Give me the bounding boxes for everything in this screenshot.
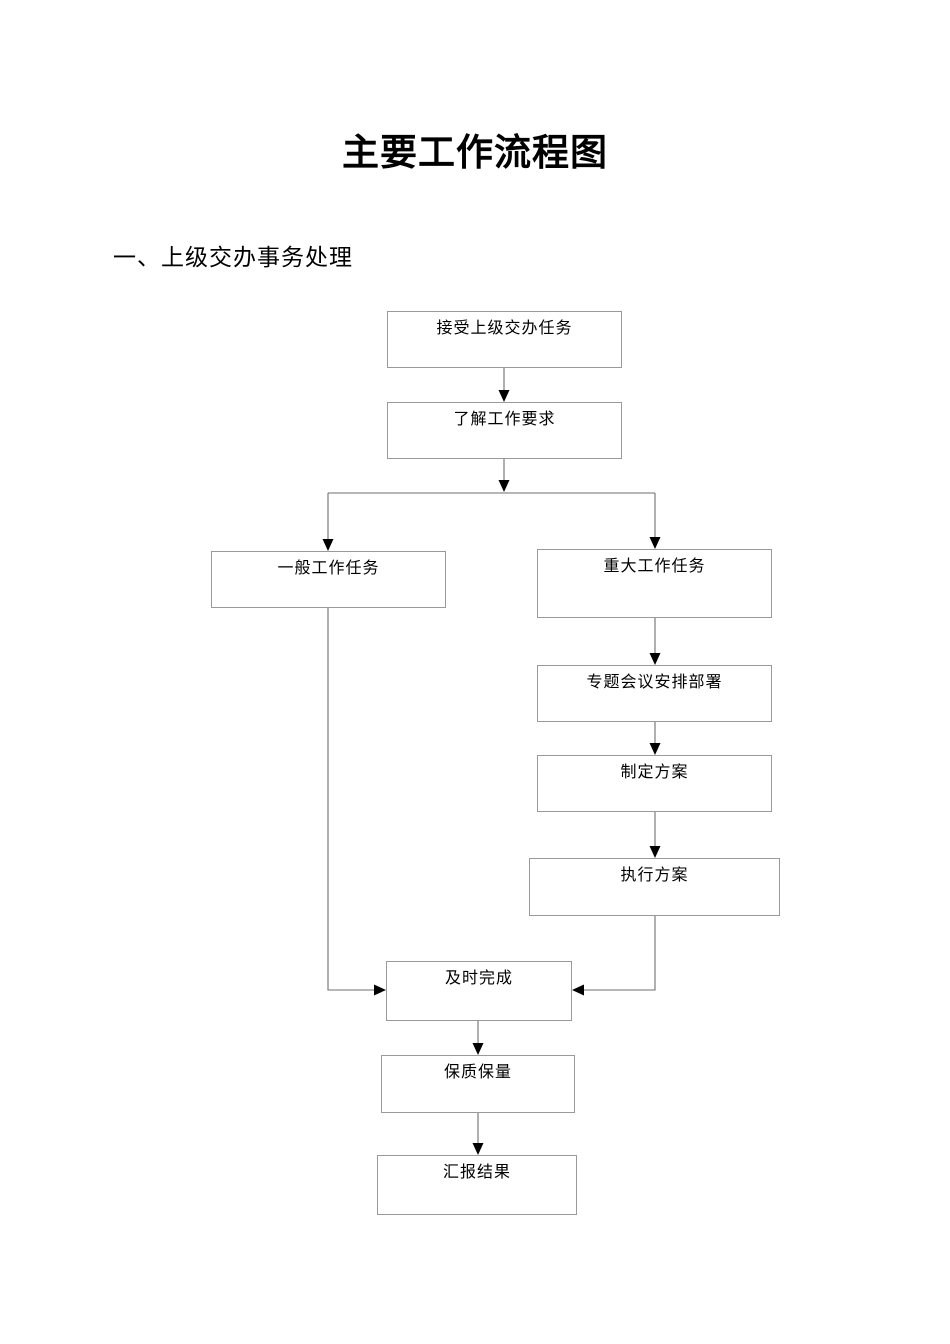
flow-node-label: 执行方案	[620, 867, 689, 884]
flow-node-receive-task: 接受上级交办任务	[387, 311, 622, 368]
flow-node-label: 制定方案	[620, 764, 689, 781]
arrowhead-n9-n10	[472, 1143, 484, 1155]
arrowhead-n4-n5	[649, 653, 661, 665]
flow-node-label: 重大工作任务	[603, 558, 706, 575]
arrowhead-n8-n9	[472, 1043, 484, 1055]
arrowhead-n5-n6	[649, 743, 661, 755]
flow-node-label: 汇报结果	[442, 1164, 511, 1181]
flow-node-execute-plan: 执行方案	[529, 858, 780, 916]
flow-node-complete-on-time: 及时完成	[386, 961, 572, 1021]
arrowhead-n2-split	[498, 480, 510, 492]
flow-node-special-meeting: 专题会议安排部署	[537, 665, 772, 722]
flow-node-label: 了解工作要求	[453, 411, 556, 428]
flow-node-label: 专题会议安排部署	[586, 674, 723, 691]
flow-node-label: 保质保量	[443, 1064, 512, 1081]
flow-node-label: 一般工作任务	[277, 560, 380, 577]
flow-node-understand-requirements: 了解工作要求	[387, 402, 622, 459]
flow-node-make-plan: 制定方案	[537, 755, 772, 812]
flow-node-report-result: 汇报结果	[377, 1155, 577, 1215]
flow-node-label: 接受上级交办任务	[436, 320, 573, 337]
flow-node-major-task: 重大工作任务	[537, 549, 772, 618]
flow-node-quality-assured: 保质保量	[381, 1055, 575, 1113]
edge-n3-n8	[327, 608, 378, 991]
edge-n7-n8	[580, 916, 656, 991]
arrowhead-n6-n7	[649, 846, 661, 858]
arrowhead-n7-n8	[572, 984, 584, 996]
flow-node-label: 及时完成	[444, 970, 513, 987]
arrowhead-n3-n8	[374, 984, 386, 996]
page-title: 主要工作流程图	[342, 133, 608, 174]
flow-node-general-task: 一般工作任务	[211, 551, 446, 608]
arrowhead-n1-n2	[498, 390, 510, 402]
section-heading: 一、上级交办事务处理	[113, 245, 353, 271]
arrowhead-split-n3	[322, 539, 334, 551]
arrowhead-split-n4	[649, 537, 661, 549]
